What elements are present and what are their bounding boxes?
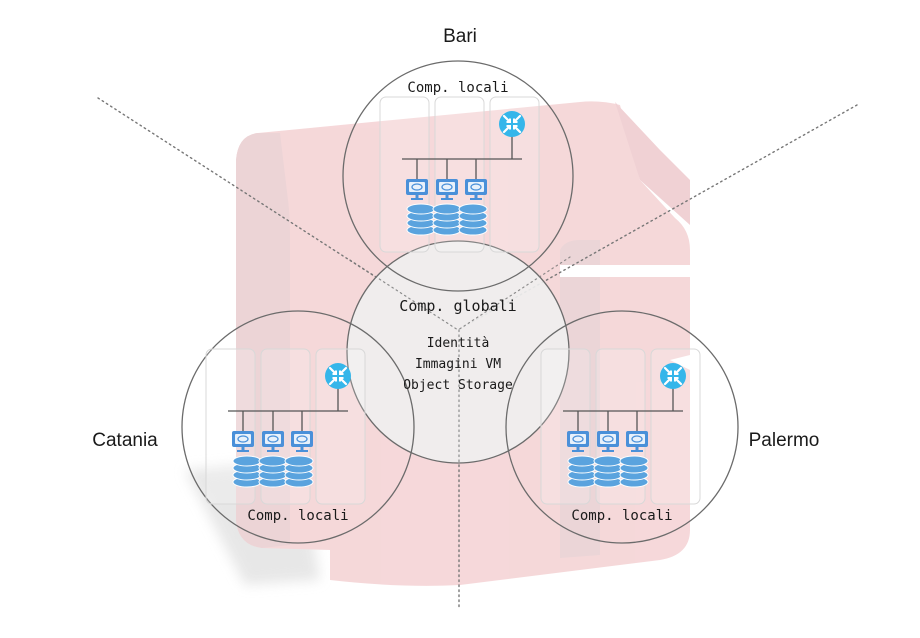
divider-overlay-right — [457, 256, 571, 331]
logo-gap — [560, 265, 690, 277]
router-icon — [660, 363, 686, 389]
site-label-catania: Catania — [92, 430, 158, 451]
site-zone-bari: Comp. locali — [342, 60, 574, 292]
global-zone-title: Comp. globali — [399, 297, 516, 315]
vm-monitor-icon — [465, 179, 487, 200]
database-icon — [406, 203, 488, 236]
vm-monitor-icon — [567, 431, 589, 452]
divider-overlay-left — [349, 259, 459, 331]
vm-monitor-icon — [436, 179, 458, 200]
site-dividers-overlay — [349, 256, 571, 464]
site-zone-circle — [342, 60, 574, 292]
site-zone-palermo: Comp. locali — [505, 310, 739, 544]
global-item-vm-images: Immagini VM — [415, 357, 501, 372]
global-item-identity: Identità — [427, 336, 490, 351]
logo-notch-top — [615, 102, 690, 225]
vm-monitor-icon — [626, 431, 648, 452]
zone-label-local: Comp. locali — [571, 508, 672, 524]
site-zone-circle — [181, 310, 415, 544]
rack-column — [489, 96, 540, 253]
rack-column — [315, 348, 366, 505]
router-icon — [325, 363, 351, 389]
database-icon — [567, 455, 649, 488]
site-label-bari: Bari — [443, 26, 477, 47]
vm-monitor-icon — [291, 431, 313, 452]
global-item-object-storage: Object Storage — [403, 378, 513, 393]
zone-label-local: Comp. locali — [247, 508, 348, 524]
database-icon — [232, 455, 314, 488]
site-label-palermo: Palermo — [749, 430, 820, 451]
vm-monitor-icon — [232, 431, 254, 452]
vm-monitor-icon — [262, 431, 284, 452]
site-zone-circle — [505, 310, 739, 544]
global-zone-circle — [346, 240, 570, 464]
vm-monitor-icon — [406, 179, 428, 200]
router-icon — [499, 111, 525, 137]
rack-column — [650, 348, 701, 505]
site-zone-catania: Comp. locali — [181, 310, 415, 544]
vm-monitor-icon — [597, 431, 619, 452]
zone-label-local: Comp. locali — [407, 80, 508, 96]
